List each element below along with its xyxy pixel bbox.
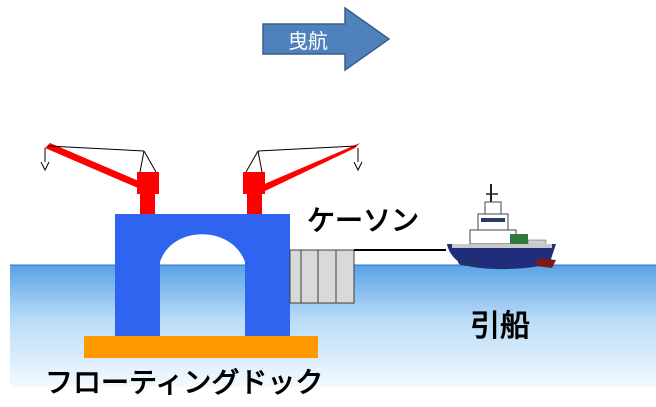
tugboat	[447, 184, 556, 270]
caisson	[289, 249, 355, 304]
towing-direction-arrow	[262, 6, 391, 72]
direction-label: 曳航	[288, 28, 328, 53]
left-crane	[40, 143, 159, 214]
caisson-label: ケーソン	[307, 204, 420, 237]
tugboat-label: 引船	[470, 309, 530, 344]
floating-dock-label: フローティングドック	[45, 366, 324, 399]
right-crane	[243, 143, 363, 214]
floating-dock-base	[84, 336, 318, 358]
floating-dock	[115, 214, 290, 337]
